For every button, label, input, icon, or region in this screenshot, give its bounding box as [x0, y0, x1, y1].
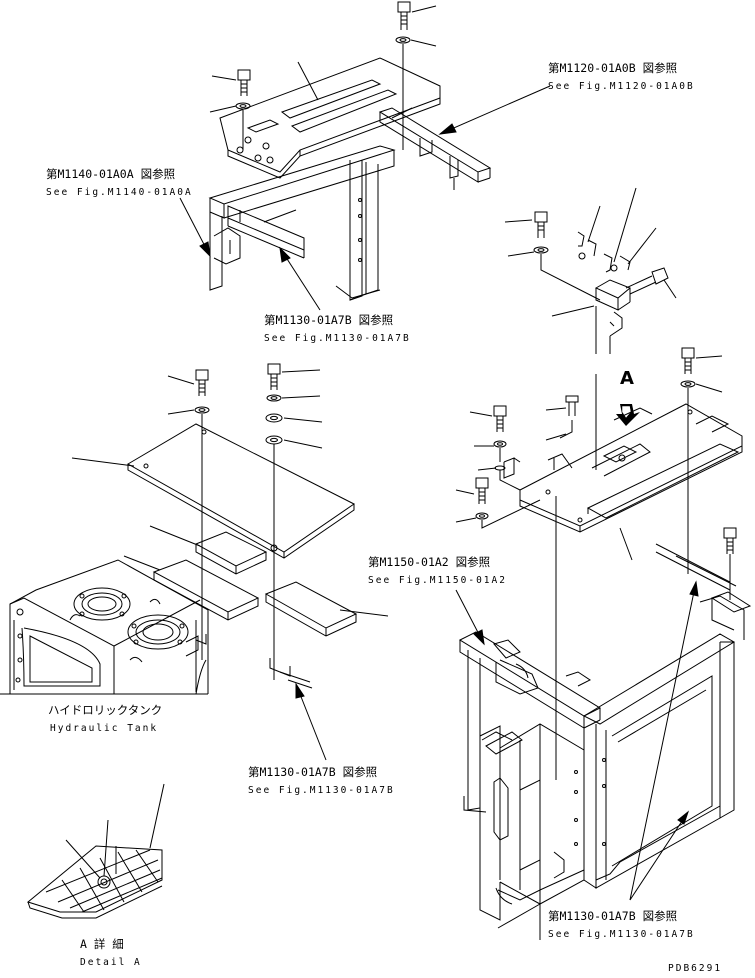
detail-a-drawing [28, 784, 164, 918]
ref-arrows-m1130-bot [630, 582, 698, 900]
washer-top [396, 37, 436, 150]
cover-plate-group [72, 364, 388, 688]
bracket-hardware-group [505, 188, 676, 354]
ref-m1130-mid-jp: 第M1130-01A7B 図参照 [248, 765, 378, 779]
detail-a-label-en: Detail A [80, 957, 142, 968]
upper-plate-group [210, 2, 440, 178]
ref-m1140-en: See Fig.M1140-01A0A [46, 187, 193, 198]
hydraulic-tank-label-en: Hydraulic Tank [50, 723, 159, 734]
drawing-number: PDB6291 [668, 963, 723, 974]
ref-m1150-jp: 第M1150-01A2 図参照 [368, 555, 491, 569]
upper-frame [210, 108, 490, 300]
ref-arrow-m1150 [456, 590, 484, 644]
bolt-top [398, 2, 436, 30]
main-frame [460, 592, 750, 940]
bolt-left [210, 70, 250, 150]
tray-assembly [456, 348, 742, 780]
ref-arrow-m1130-mid [296, 684, 326, 760]
ref-arrow-m1130-top [280, 248, 320, 310]
ref-m1140-jp: 第M1140-01A0A 図参照 [46, 167, 176, 181]
ref-m1130-mid-en: See Fig.M1130-01A7B [248, 785, 395, 796]
view-arrow-label: A [620, 368, 634, 389]
ref-m1130-top-en: See Fig.M1130-01A7B [264, 333, 411, 344]
ref-arrow-m1120 [440, 86, 550, 134]
ref-arrow-m1140 [180, 198, 210, 256]
hydraulic-tank-drawing [0, 560, 208, 694]
ref-m1130-bot-jp: 第M1130-01A7B 図参照 [548, 909, 678, 923]
ref-m1130-top-jp: 第M1130-01A7B 図参照 [264, 313, 394, 327]
slotted-plate [220, 58, 440, 172]
ref-m1150-en: See Fig.M1150-01A2 [368, 575, 507, 586]
detail-a-label-jp: A 詳 細 [80, 937, 124, 951]
ref-m1120-en: See Fig.M1120-01A0B [548, 81, 695, 92]
tray-plate [520, 404, 742, 526]
ref-m1120-jp: 第M1120-01A0B 図参照 [548, 61, 678, 75]
ref-m1130-bot-en: See Fig.M1130-01A7B [548, 929, 695, 940]
hydraulic-tank-label-jp: ハイドロリックタンク [48, 703, 163, 717]
